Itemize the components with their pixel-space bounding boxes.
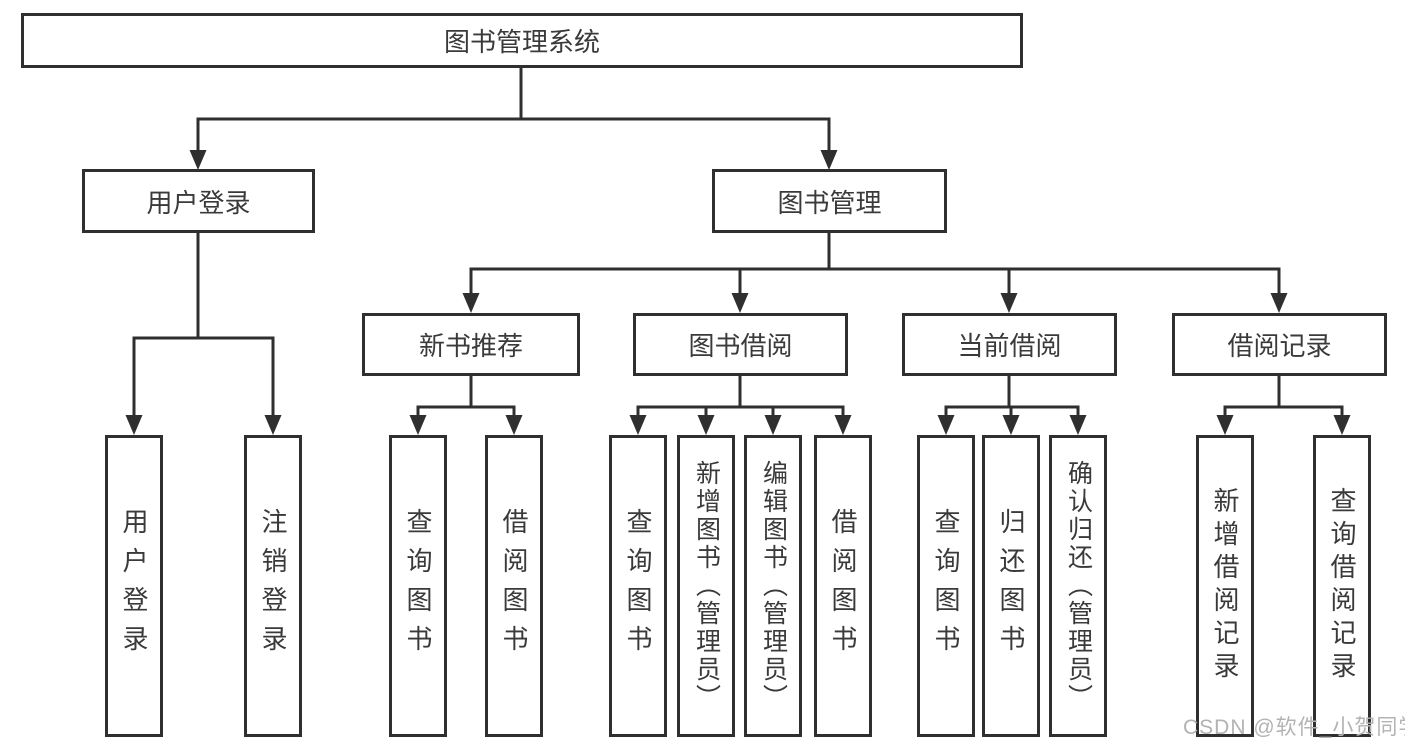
leaf-current-query-book-label: 查询图书 [931, 508, 961, 664]
arrowhead [1333, 415, 1351, 435]
leaf-current-return-book-label: 归还图书 [996, 508, 1026, 664]
leaf-borrow-edit-book-admin: 编辑图书（管理员） [744, 435, 802, 737]
leaf-logout: 注销登录 [244, 435, 302, 737]
node-book-mgmt-label: 图书管理 [777, 187, 882, 218]
arrowhead [125, 415, 143, 435]
arrowheads [125, 150, 1351, 435]
leaf-records-add-record: 新增借阅记录 [1196, 435, 1254, 737]
node-current-borrow-label: 当前借阅 [957, 331, 1062, 361]
arrowhead [1270, 293, 1288, 313]
node-borrow-records: 借阅记录 [1172, 313, 1387, 376]
arrowhead [1000, 293, 1018, 313]
node-book-borrow: 图书借阅 [633, 313, 848, 376]
arrowhead [505, 415, 523, 435]
leaf-current-return-book: 归还图书 [982, 435, 1040, 737]
node-new-book-recommend-label: 新书推荐 [418, 331, 523, 361]
leaf-recommend-borrow-book-label: 借阅图书 [499, 508, 529, 664]
leaf-current-confirm-return-admin-label: 确认归还（管理员） [1064, 460, 1093, 712]
node-book-borrow-label: 图书借阅 [688, 331, 793, 361]
arrowhead [697, 415, 715, 435]
leaf-borrow-edit-book-admin-label: 编辑图书（管理员） [759, 460, 788, 712]
leaf-recommend-query-book-label: 查询图书 [403, 508, 433, 664]
arrowhead [937, 415, 955, 435]
csdn-watermark: CSDN @软件_小贺同学 [1183, 716, 1405, 739]
arrowhead [1002, 415, 1020, 435]
leaf-current-confirm-return-admin: 确认归还（管理员） [1049, 435, 1107, 737]
node-book-mgmt: 图书管理 [712, 169, 947, 233]
node-user-login-label: 用户登录 [146, 187, 251, 218]
node-current-borrow: 当前借阅 [902, 313, 1117, 376]
leaf-current-query-book: 查询图书 [917, 435, 975, 737]
connector-userlogin-to-leaves [132, 230, 275, 419]
leaf-borrow-borrow-book-label: 借阅图书 [828, 508, 858, 664]
node-new-book-recommend: 新书推荐 [362, 313, 580, 376]
arrowhead [1216, 415, 1234, 435]
arrowhead [264, 415, 282, 435]
leaf-records-add-record-label: 新增借阅记录 [1210, 487, 1240, 685]
arrowhead [629, 415, 647, 435]
connector-recommend-to-leaves [416, 373, 516, 419]
arrowhead [1069, 415, 1087, 435]
node-user-login: 用户登录 [82, 169, 315, 233]
node-borrow-records-label: 借阅记录 [1227, 331, 1332, 361]
arrowhead [834, 415, 852, 435]
node-root-label: 图书管理系统 [443, 27, 600, 57]
arrowhead [764, 415, 782, 435]
connector-records-to-leaves [1223, 373, 1344, 419]
leaf-borrow-query-book: 查询图书 [609, 435, 667, 737]
leaf-recommend-borrow-book: 借阅图书 [485, 435, 543, 737]
connector-current-to-leaves [944, 373, 1080, 419]
leaf-borrow-query-book-label: 查询图书 [623, 508, 653, 664]
leaf-borrow-borrow-book: 借阅图书 [814, 435, 872, 737]
arrowhead [731, 293, 749, 313]
leaf-logout-label: 注销登录 [258, 508, 288, 664]
arrowhead [462, 293, 480, 313]
leaf-borrow-add-book-admin-label: 新增图书（管理员） [692, 460, 721, 712]
connector-borrow-to-leaves [636, 373, 845, 419]
leaf-recommend-query-book: 查询图书 [389, 435, 447, 737]
leaf-user-login-action: 用户登录 [105, 435, 163, 737]
leaf-records-query-record: 查询借阅记录 [1313, 435, 1371, 737]
leaf-records-query-record-label: 查询借阅记录 [1327, 487, 1357, 685]
node-root: 图书管理系统 [21, 13, 1023, 68]
connector-bookmgmt-to-level3 [469, 230, 1281, 296]
arrowhead [409, 415, 427, 435]
arrowhead [189, 150, 207, 170]
connector-root-to-level2 [196, 65, 831, 153]
leaf-borrow-add-book-admin: 新增图书（管理员） [677, 435, 735, 737]
leaf-user-login-action-label: 用户登录 [119, 508, 149, 664]
arrowhead [820, 150, 838, 170]
